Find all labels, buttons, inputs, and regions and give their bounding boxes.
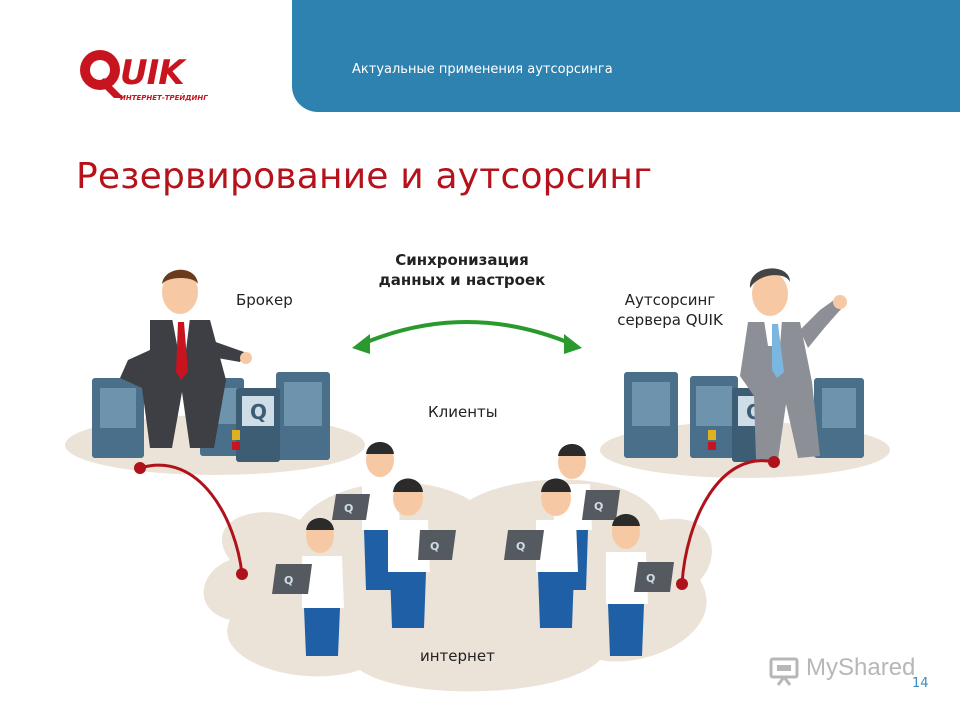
sync-label-line1: Синхронизация <box>395 251 529 269</box>
outsourcing-label-line1: Аутсорсинг <box>624 291 716 309</box>
sync-arrow <box>352 320 582 354</box>
client-person: Q <box>388 478 456 628</box>
outsourcing-label-line2: сервера QUIK <box>617 311 723 329</box>
broker-person <box>120 269 252 448</box>
svg-text:Q: Q <box>646 572 655 585</box>
quik-logo: UIK ИНТЕРНЕТ-ТРЕЙДИНГ <box>80 50 208 102</box>
svg-text:Q: Q <box>594 500 603 513</box>
sync-label-line2: данных и настроек <box>378 271 546 289</box>
quik-logo-q-icon <box>80 50 124 98</box>
watermark-text: MyShared <box>806 654 916 681</box>
client-person: Q <box>272 518 344 656</box>
broker-label: Брокер <box>236 291 293 309</box>
outsourcing-internet-connector <box>676 456 780 590</box>
svg-text:ИНТЕРНЕТ-ТРЕЙДИНГ: ИНТЕРНЕТ-ТРЕЙДИНГ <box>120 93 208 102</box>
client-person: Q <box>504 478 578 628</box>
outsourcing-server-rack: Q <box>624 372 864 462</box>
svg-text:UIK: UIK <box>120 53 187 93</box>
header-subtitle: Актуальные применения аутсорсинга <box>352 62 613 77</box>
header-band <box>292 0 960 112</box>
broker-internet-connector <box>134 462 248 580</box>
clients-label: Клиенты <box>428 403 498 421</box>
presentation-icon <box>769 657 799 686</box>
outsourcing-label: Аутсорсинг сервера QUIK <box>600 290 740 330</box>
svg-text:Q: Q <box>284 574 293 587</box>
client-person: Q <box>554 444 620 590</box>
page-number: 14 <box>912 676 929 691</box>
svg-text:Q: Q <box>250 400 267 424</box>
slide-title: Резервирование и аутсорсинг <box>76 156 653 197</box>
outsourcing-person <box>740 268 847 460</box>
client-person: Q <box>606 514 674 656</box>
sync-label: Синхронизация данных и настроек <box>344 250 580 290</box>
svg-text:Q: Q <box>516 540 525 553</box>
svg-text:Q: Q <box>430 540 439 553</box>
svg-text:Q: Q <box>344 502 353 515</box>
internet-label: интернет <box>420 647 495 665</box>
